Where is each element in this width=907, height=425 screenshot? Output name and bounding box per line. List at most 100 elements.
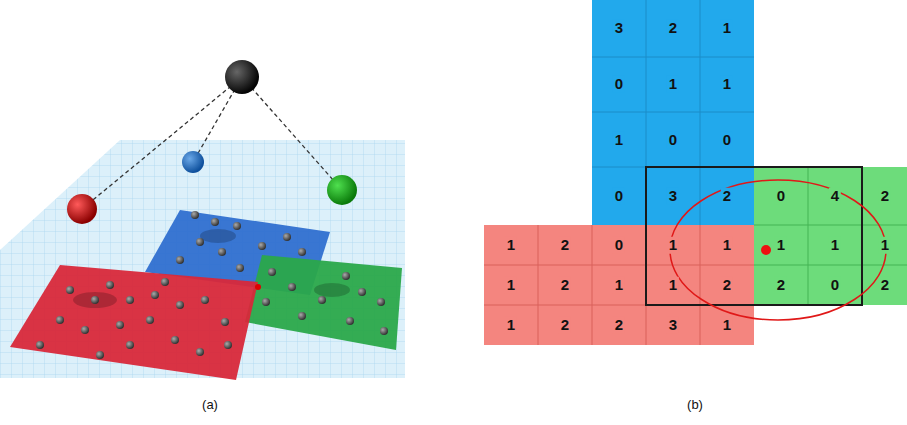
green-panel xyxy=(245,255,402,350)
cell-value: 1 xyxy=(721,317,733,334)
agent-dot xyxy=(211,218,219,226)
cell-value: 2 xyxy=(667,20,679,37)
cell-value: 2 xyxy=(879,277,891,294)
cell-value: 1 xyxy=(775,237,787,254)
cell-value: 0 xyxy=(829,277,841,294)
shadow xyxy=(200,229,236,243)
cell-value: 0 xyxy=(775,188,787,205)
cell-value: 1 xyxy=(505,317,517,334)
grid-line xyxy=(592,112,754,113)
cell-value: 1 xyxy=(613,277,625,294)
cell-value: 0 xyxy=(613,76,625,93)
grid-line xyxy=(592,225,593,345)
panel-label: (b) xyxy=(685,398,705,412)
agent-dot xyxy=(56,316,64,324)
green-region xyxy=(754,167,907,305)
shadow xyxy=(73,292,117,308)
agent-dot xyxy=(151,291,159,299)
agent-dot xyxy=(116,321,124,329)
agent-dot xyxy=(318,296,326,304)
cell-value: 3 xyxy=(667,317,679,334)
agent-dot xyxy=(342,272,350,280)
blue-sphere xyxy=(182,151,204,173)
cell-value: 1 xyxy=(879,237,891,254)
cell-value: 0 xyxy=(613,188,625,205)
dashed-link xyxy=(82,77,242,209)
red-sphere xyxy=(67,194,97,224)
agent-dot xyxy=(224,341,232,349)
cell-value: 1 xyxy=(721,20,733,37)
agent-dot xyxy=(126,296,134,304)
red-grid-lines xyxy=(484,225,754,345)
agent-dot xyxy=(126,341,134,349)
cell-value: 2 xyxy=(721,188,733,205)
root-sphere xyxy=(225,60,259,94)
green-sphere xyxy=(327,175,357,205)
cell-value: 1 xyxy=(505,237,517,254)
agent-dot xyxy=(298,312,306,320)
cell-value: 2 xyxy=(775,277,787,294)
cell-value: 0 xyxy=(667,132,679,149)
blue-region xyxy=(592,0,754,225)
agent-dot xyxy=(262,298,270,306)
agent-dot xyxy=(201,296,209,304)
blue-grid-lines xyxy=(592,0,754,225)
cell-value: 0 xyxy=(613,237,625,254)
agent-dot xyxy=(66,286,74,294)
agent-dot xyxy=(298,248,306,256)
agent-dot xyxy=(91,296,99,304)
agent-dot xyxy=(377,298,385,306)
agent-dot xyxy=(196,348,204,356)
cell-value: 4 xyxy=(829,188,841,205)
cell-value: 2 xyxy=(559,237,571,254)
agent-dot xyxy=(96,351,104,359)
agent-dot xyxy=(258,242,266,250)
agent-dot xyxy=(236,264,244,272)
agent-dot xyxy=(380,327,388,335)
grid-line xyxy=(484,265,754,266)
cell-value: 2 xyxy=(721,277,733,294)
green-grid-lines xyxy=(754,167,907,305)
range-ellipse xyxy=(670,180,886,320)
agent-dot xyxy=(288,283,296,291)
cell-value: 1 xyxy=(667,237,679,254)
agent-dot xyxy=(171,336,179,344)
cell-value: 1 xyxy=(829,237,841,254)
agent-dot xyxy=(161,278,169,286)
agent-dot xyxy=(358,288,366,296)
agent-dot xyxy=(196,238,204,246)
agent-dot xyxy=(346,317,354,325)
cell-value: 0 xyxy=(721,132,733,149)
agent-dot xyxy=(218,248,226,256)
agent-dot xyxy=(176,256,184,264)
position-dot xyxy=(761,245,771,255)
agent-dot xyxy=(146,316,154,324)
cell-value: 2 xyxy=(613,317,625,334)
grid-line xyxy=(754,225,907,226)
cell-value: 1 xyxy=(721,76,733,93)
agent-dot xyxy=(36,341,44,349)
target-dot xyxy=(255,284,261,290)
cell-value: 1 xyxy=(613,132,625,149)
panel-label: (a) xyxy=(200,398,220,412)
agent-dot xyxy=(221,318,229,326)
agent-dot xyxy=(268,268,276,276)
agent-dot xyxy=(233,222,241,230)
cell-value: 1 xyxy=(667,76,679,93)
agent-dot xyxy=(191,211,199,219)
grid-line xyxy=(538,225,539,345)
shadow xyxy=(314,283,350,297)
cell-value: 2 xyxy=(559,317,571,334)
grid-line xyxy=(700,0,701,225)
agent-dots xyxy=(36,211,388,359)
cell-value: 3 xyxy=(613,20,625,37)
neighbourhood-box xyxy=(646,167,862,305)
cell-value: 3 xyxy=(667,188,679,205)
agent-dot xyxy=(176,301,184,309)
red-panel xyxy=(10,265,258,380)
cell-value: 1 xyxy=(721,237,733,254)
cell-value: 2 xyxy=(879,188,891,205)
